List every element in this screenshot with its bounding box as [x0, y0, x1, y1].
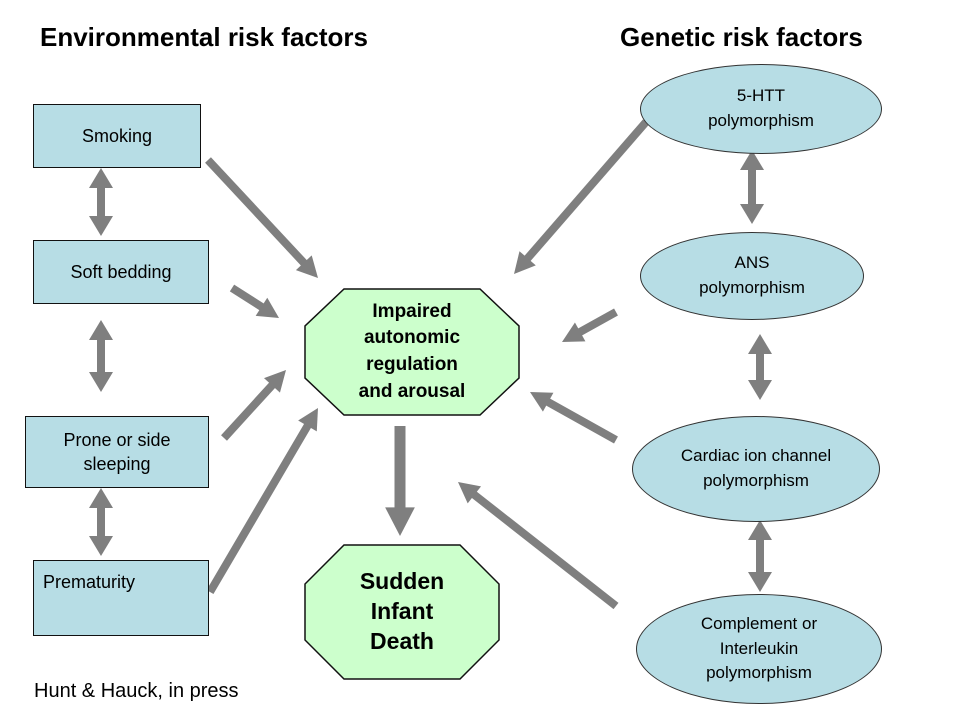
citation: Hunt & Hauck, in press	[34, 680, 239, 702]
soft-bedding-box: Soft bedding	[33, 240, 209, 304]
prematurity-box: Prematurity	[33, 560, 209, 636]
sids-octagon: Sudden Infant Death	[304, 544, 500, 680]
arrow-htt-shaft	[523, 119, 650, 263]
arrow-htt-head	[514, 251, 536, 274]
arrow-ans-shaft	[576, 308, 618, 337]
arrow-smoking-head	[295, 255, 318, 278]
arrow-prone-shaft	[221, 381, 277, 441]
arrow-prone-head	[264, 370, 286, 393]
arrow-to-sids-head	[385, 507, 415, 536]
arrow-cardiac-head	[530, 392, 554, 412]
arrow-prematurity-head	[298, 408, 318, 432]
double-arrow-ans-cardiac-head-bottom	[748, 380, 772, 400]
double-arrow-bedding-prone-head-top	[89, 320, 113, 340]
htt-oval: 5-HTT polymorphism	[640, 64, 882, 154]
htt-label: 5-HTT polymorphism	[708, 86, 814, 130]
prematurity-label: Prematurity	[43, 572, 136, 592]
prone-sleeping-box: Prone or side sleeping	[25, 416, 209, 488]
complement-label: Complement or Interleukin polymorphism	[700, 614, 818, 683]
arrow-soft-bedding-head	[255, 297, 279, 318]
sids-label: Sudden Infant Death	[359, 568, 445, 654]
genetic-heading: Genetic risk factors	[620, 22, 863, 52]
arrow-smoking-shaft	[205, 157, 309, 267]
double-arrow-smoking-bedding-head-top	[89, 168, 113, 188]
arrow-complement-shaft	[470, 490, 619, 610]
prone-sleeping-label: Prone or side sleeping	[63, 429, 171, 474]
cardiac-oval: Cardiac ion channel polymorphism	[632, 416, 880, 522]
soft-bedding-label: Soft bedding	[70, 261, 172, 282]
complement-oval: Complement or Interleukin polymorphism	[636, 594, 882, 704]
double-arrow-prone-prematurity-head-bottom	[89, 536, 113, 556]
arrow-complement-head	[458, 482, 482, 504]
double-arrow-htt-ans-head-bottom	[740, 204, 764, 224]
environmental-heading: Environmental risk factors	[40, 22, 368, 52]
ans-oval: ANS polymorphism	[640, 232, 864, 320]
cardiac-label: Cardiac ion channel polymorphism	[680, 446, 832, 490]
impaired-regulation-label: Impaired autonomic regulation and arousa…	[358, 300, 466, 402]
double-arrow-smoking-bedding-head-bottom	[89, 216, 113, 236]
double-arrow-cardiac-complement-head-top	[748, 520, 772, 540]
smoking-label: Smoking	[81, 125, 153, 146]
double-arrow-ans-cardiac-head-top	[748, 334, 772, 354]
smoking-box: Smoking	[33, 104, 201, 168]
double-arrow-prone-prematurity-head-top	[89, 488, 113, 508]
double-arrow-cardiac-complement-head-bottom	[748, 572, 772, 592]
double-arrow-htt-ans-head-top	[740, 150, 764, 170]
ans-label: ANS polymorphism	[699, 253, 805, 297]
arrow-ans-head	[562, 322, 586, 342]
double-arrow-bedding-prone-head-bottom	[89, 372, 113, 392]
arrow-cardiac-shaft	[544, 397, 618, 444]
impaired-regulation-octagon: Impaired autonomic regulation and arousa…	[304, 288, 520, 416]
arrow-prematurity-shaft	[206, 422, 312, 595]
arrow-soft-bedding-shaft	[229, 284, 266, 312]
